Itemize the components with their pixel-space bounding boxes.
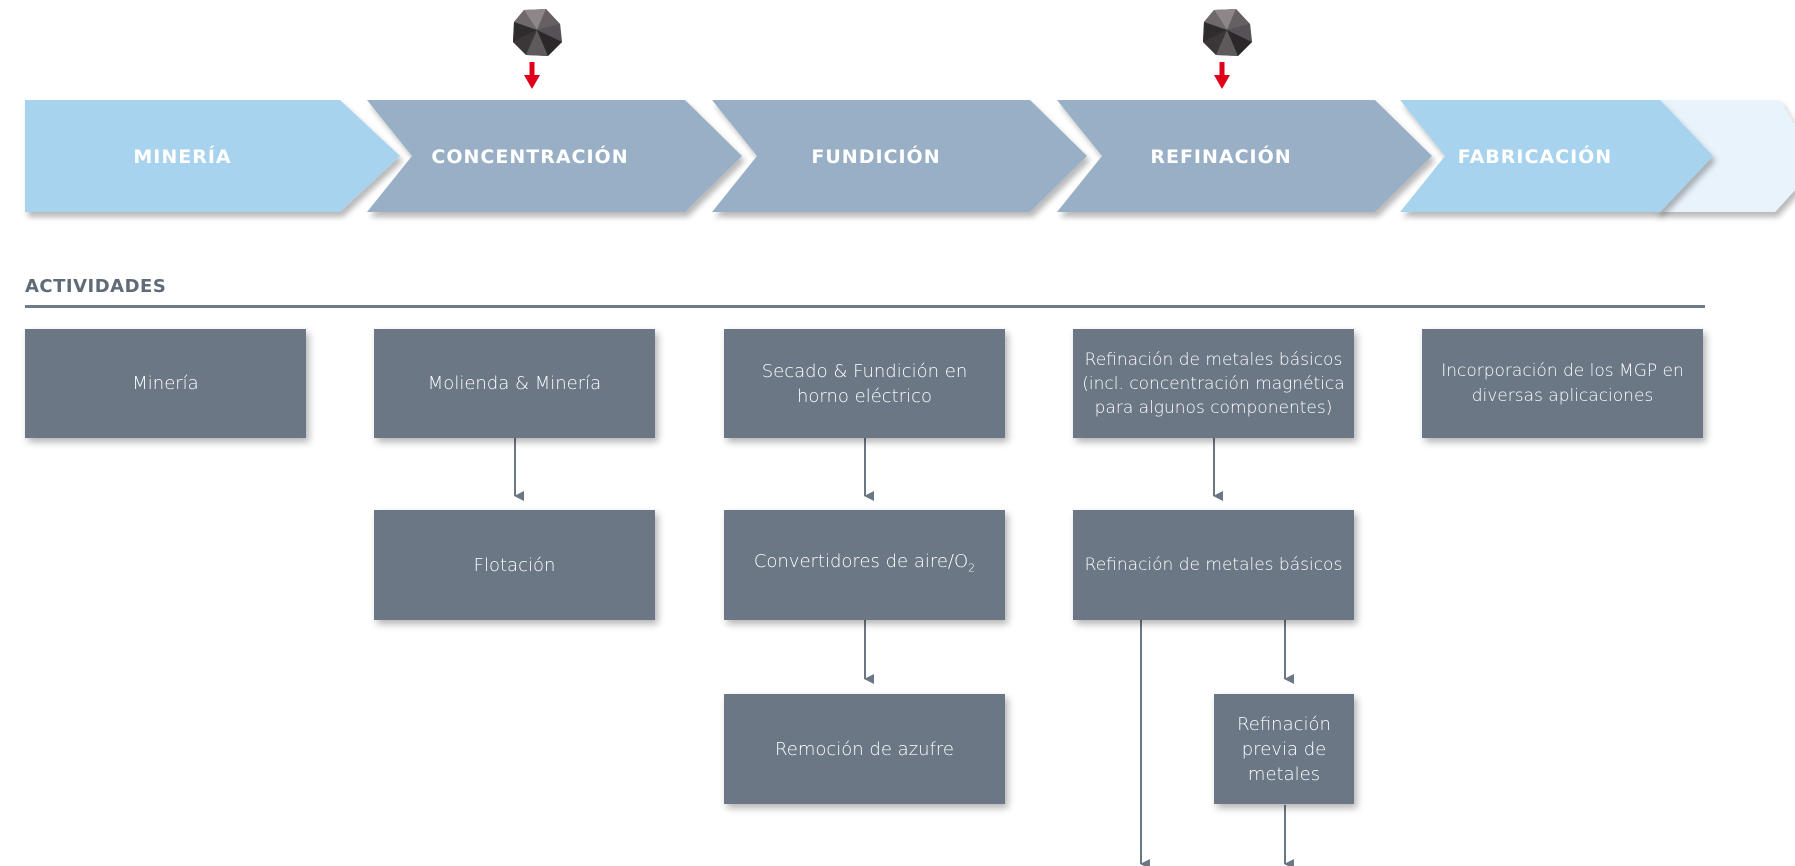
stage-label-concentracion: CONCENTRACIÓN [431,146,629,168]
box-label-line: Secado & Fundición en [761,360,968,382]
chevron-mineria [25,100,400,212]
box-label-line: diversas aplicaciones [1471,385,1654,406]
activity-box-refinacion-basicos: Refinación de metales básicos [1073,510,1354,620]
activity-box-refinacion-incl: Refinación de metales básicos (incl. con… [1073,329,1354,438]
activity-box-remocion: Remoción de azufre [724,694,1005,804]
box-label-line: previa de [1241,738,1327,760]
chevron-concentracion [367,100,742,212]
ore-rock-icon [1203,9,1252,56]
ore-rock-icon [513,9,562,56]
box-label-line: Incorporación de los MGP en [1441,360,1684,381]
box-label: Flotación [473,554,556,576]
stage-label-fabricacion: FABRICACIÓN [1457,146,1613,168]
activity-box-incorporacion: Incorporación de los MGP en diversas apl… [1422,329,1703,438]
box-label-line: Refinación de metales básicos [1084,349,1343,370]
chevron-faint [1655,100,1795,212]
box-label-line: Refinación [1237,713,1331,735]
section-heading: ACTIVIDADES [25,276,167,297]
box-label-line: metales [1247,763,1321,785]
box-label-line: horno eléctrico [796,385,933,407]
chevron-fundicion [712,100,1087,212]
down-arrow-icon [524,62,540,89]
box-label: Remoción de azufre [775,738,954,760]
box-label-line: (incl. concentración magnética [1082,373,1345,394]
process-chevron-bar [25,100,1795,212]
activity-box-molienda: Molienda & Minería [374,329,655,438]
stage-label-refinacion: REFINACIÓN [1150,146,1292,168]
stage-label-fundicion: FUNDICIÓN [811,146,941,168]
heading-divider [25,305,1705,308]
activity-box-mineria: Minería [25,329,306,438]
activity-box-flotacion: Flotación [374,510,655,620]
activity-box-refinacion-previa: Refinación previa de metales [1214,694,1354,804]
activity-box-convertidores: Convertidores de aire/O2 [724,510,1005,620]
chevron-refinacion [1057,100,1432,212]
box-label: Molienda & Minería [427,373,602,394]
box-label-line: para algunos componentes) [1094,397,1333,418]
box-label-subscript: 2 [968,561,976,575]
box-label: Minería [132,373,199,394]
down-arrow-icon [1214,62,1230,89]
box-label: Refinación de metales básicos [1084,554,1343,575]
chevron-fabricacion [1400,100,1713,212]
box-label: Convertidores de aire/O [753,551,969,573]
activity-box-secado: Secado & Fundición en horno eléctrico [724,329,1005,438]
stage-label-mineria: MINERÍA [133,146,232,168]
